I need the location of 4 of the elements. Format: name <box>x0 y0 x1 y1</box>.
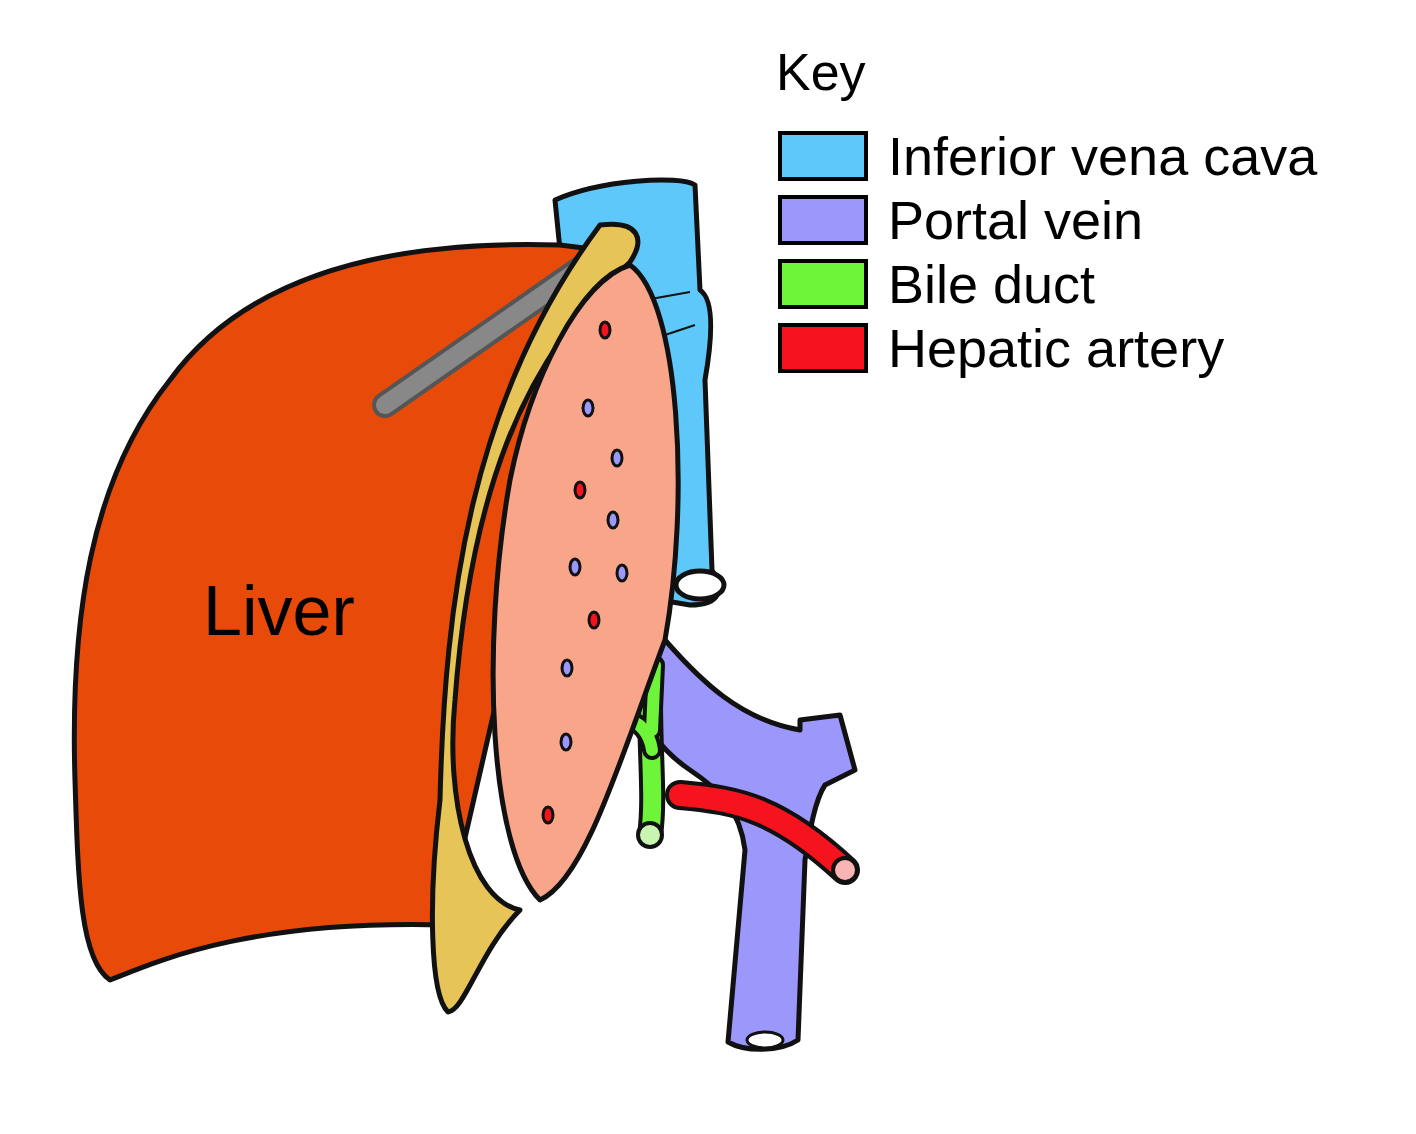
legend-label: Bile duct <box>888 257 1096 311</box>
organ-label: Liver <box>203 576 355 646</box>
legend-label: Inferior vena cava <box>888 129 1318 183</box>
legend-label: Portal vein <box>888 193 1144 247</box>
